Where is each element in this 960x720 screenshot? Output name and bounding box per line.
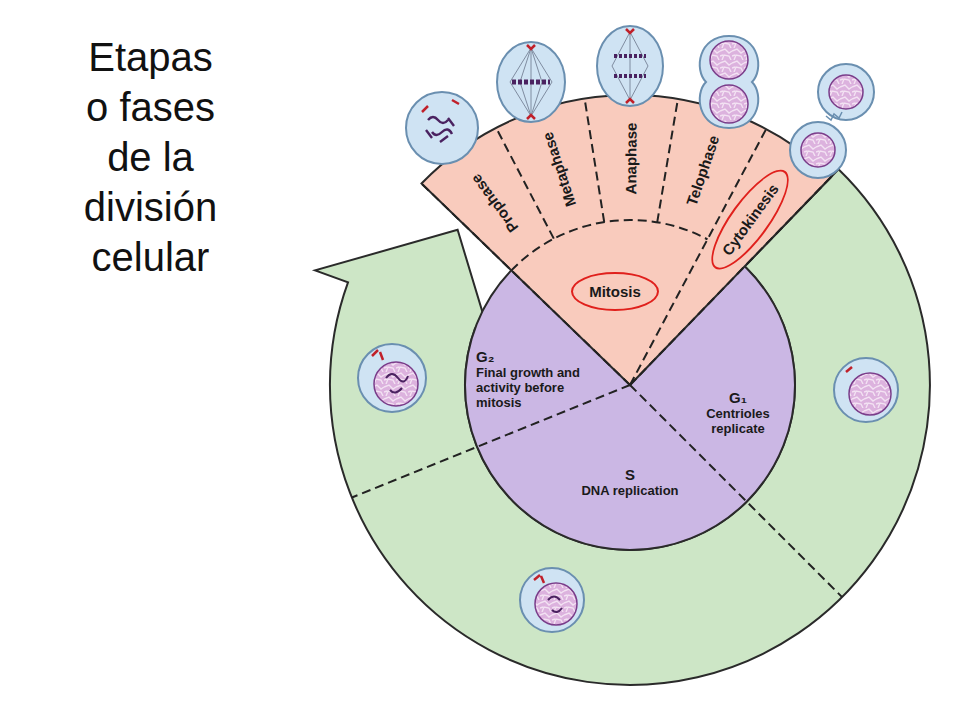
phase-dividers — [352, 99, 842, 597]
cell-cytokinesis — [790, 64, 874, 178]
cell-anaphase — [597, 26, 663, 106]
phase-heading: G₂ — [476, 348, 604, 365]
cell-metaphase — [497, 42, 565, 122]
title: Etapas o fases de la división celular — [78, 32, 223, 282]
phase-g1-sector: G₁Centrioles replicate — [688, 389, 788, 436]
phase-label: Anaphase — [622, 122, 639, 194]
phase-g2-sector: G₂Final growth and activity before mitos… — [476, 348, 604, 410]
cell-g1 — [834, 358, 898, 422]
phase-heading: G₁ — [688, 389, 788, 406]
mitotic-phase-wedge — [422, 95, 832, 385]
cell-g2 — [358, 344, 426, 412]
phase-text: DNA replication — [581, 483, 678, 498]
cell-s — [520, 568, 584, 632]
mitosis-ellipse: Mitosis — [571, 272, 659, 311]
cell-telophase — [700, 36, 759, 128]
phase-heading: S — [581, 466, 678, 483]
phase-text: Final growth and activity before mitosis — [476, 365, 604, 410]
phase-text: Mitosis — [589, 283, 641, 300]
phase-text: Centrioles replicate — [688, 406, 788, 436]
cell-prophase — [406, 92, 478, 164]
phase-s-sector: SDNA replication — [581, 466, 678, 498]
